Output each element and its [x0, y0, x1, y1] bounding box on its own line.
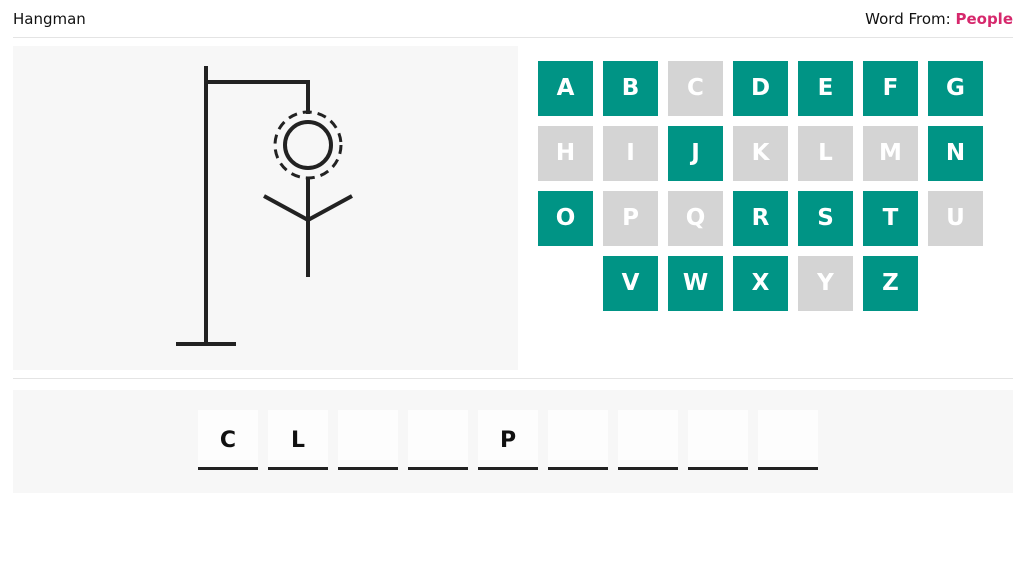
word-letter-slot — [688, 410, 748, 470]
letter-key-o[interactable]: O — [538, 191, 593, 246]
word-letter-slot — [408, 410, 468, 470]
word-letter-slot — [758, 410, 818, 470]
letter-key-v[interactable]: V — [603, 256, 658, 311]
letter-key-i[interactable]: I — [603, 126, 658, 181]
letter-key-d[interactable]: D — [733, 61, 788, 116]
letter-key-e[interactable]: E — [798, 61, 853, 116]
letter-key-l[interactable]: L — [798, 126, 853, 181]
word-letter-slot — [338, 410, 398, 470]
letter-key-t[interactable]: T — [863, 191, 918, 246]
word-from-label: Word From: — [865, 10, 956, 28]
letter-key-r[interactable]: R — [733, 191, 788, 246]
letter-key-s[interactable]: S — [798, 191, 853, 246]
word-letter-slot — [618, 410, 678, 470]
letter-key-f[interactable]: F — [863, 61, 918, 116]
word-letter-slot: C — [198, 410, 258, 470]
letter-key-h[interactable]: H — [538, 126, 593, 181]
letter-key-y[interactable]: Y — [798, 256, 853, 311]
letter-key-j[interactable]: J — [668, 126, 723, 181]
letter-key-q[interactable]: Q — [668, 191, 723, 246]
word-letter-slot: P — [478, 410, 538, 470]
letter-key-m[interactable]: M — [863, 126, 918, 181]
hangman-drawing — [176, 66, 353, 346]
letter-key-a[interactable]: A — [538, 61, 593, 116]
letter-key-k[interactable]: K — [733, 126, 788, 181]
divider — [13, 378, 1013, 379]
letter-key-n[interactable]: N — [928, 126, 983, 181]
header: Hangman Word From: People — [13, 0, 1013, 38]
letter-key-z[interactable]: Z — [863, 256, 918, 311]
gallows-panel — [13, 46, 518, 370]
app-title: Hangman — [13, 10, 86, 28]
letter-key-u[interactable]: U — [928, 191, 983, 246]
letter-key-p[interactable]: P — [603, 191, 658, 246]
hangman-right-arm — [307, 194, 353, 222]
letter-key-c[interactable]: C — [668, 61, 723, 116]
word-letter-slot: L — [268, 410, 328, 470]
hangman-head — [283, 120, 333, 170]
word-letter-slot — [548, 410, 608, 470]
word-from: Word From: People — [865, 10, 1013, 28]
letter-key-b[interactable]: B — [603, 61, 658, 116]
letter-key-x[interactable]: X — [733, 256, 788, 311]
hangman-left-arm — [263, 194, 309, 222]
letter-key-g[interactable]: G — [928, 61, 983, 116]
word-category: People — [955, 10, 1013, 28]
letter-key-w[interactable]: W — [668, 256, 723, 311]
